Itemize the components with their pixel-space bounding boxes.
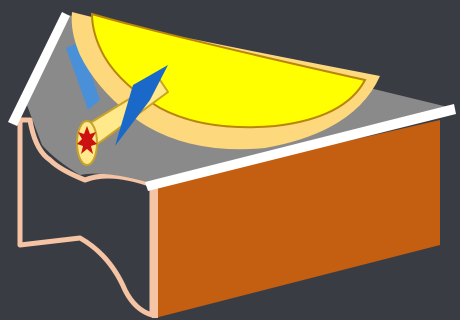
house-front-wall-trim (152, 185, 158, 318)
